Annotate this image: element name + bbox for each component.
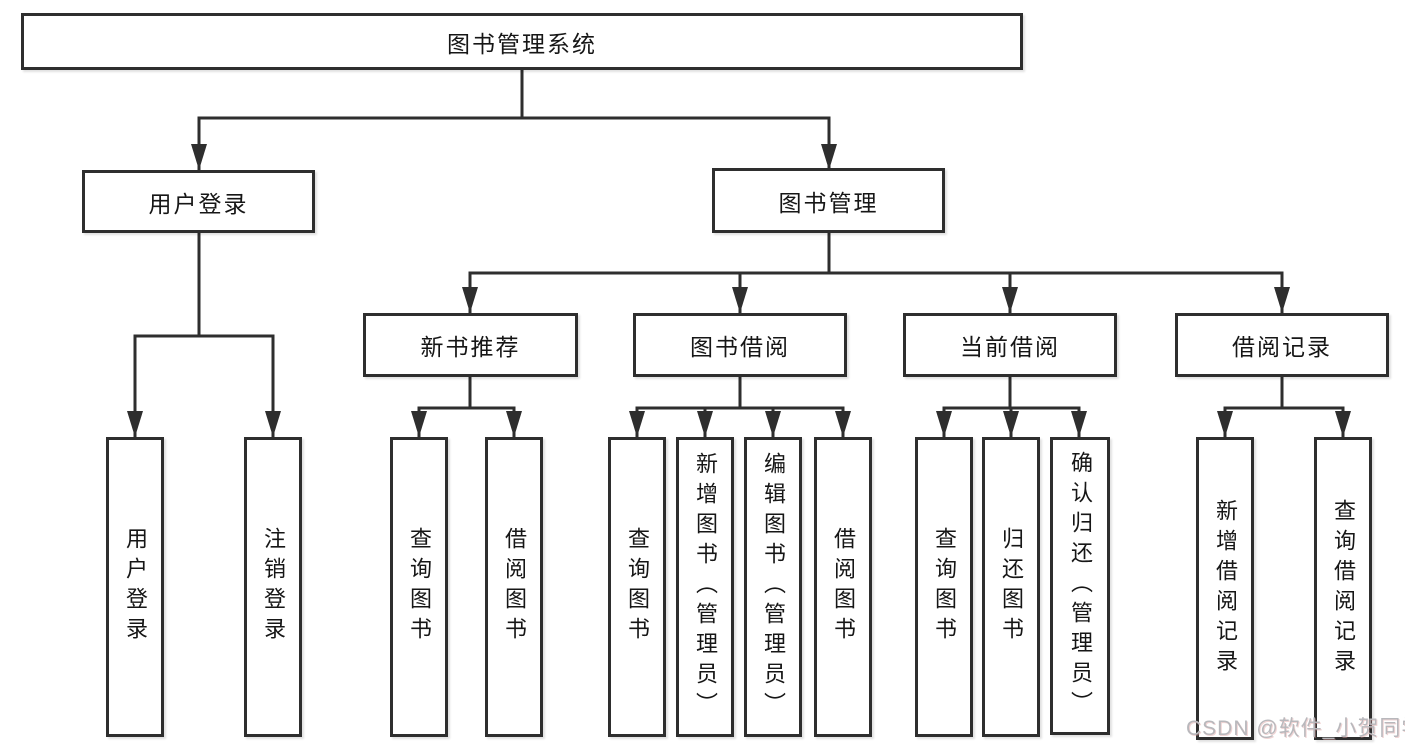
- node-book-borrowing: 图书借阅: [633, 313, 847, 377]
- node-borrowing-records: 借阅记录: [1175, 313, 1389, 377]
- node-leaf-bb-query-books: 查询图书: [608, 437, 666, 737]
- node-leaf-logout: 注销登录: [244, 437, 302, 737]
- node-leaf-bb-borrow-books: 借阅图书: [814, 437, 872, 737]
- node-book-management: 图书管理: [712, 168, 945, 233]
- node-leaf-br-query-record: 查询借阅记录: [1314, 437, 1372, 740]
- node-leaf-cb-query-books: 查询图书: [915, 437, 973, 737]
- node-leaf-cb-confirm-return-admin: 确认归还（管理员）: [1050, 437, 1110, 735]
- node-leaf-user-login: 用户登录: [106, 437, 164, 737]
- node-leaf-br-add-record: 新增借阅记录: [1196, 437, 1254, 740]
- node-current-borrowing: 当前借阅: [903, 313, 1117, 377]
- csdn-watermark: CSDN @软件_小贺同学: [1186, 717, 1405, 740]
- node-leaf-rec-borrow-books: 借阅图书: [485, 437, 543, 737]
- node-new-book-recommend: 新书推荐: [363, 313, 578, 377]
- node-library-management-system: 图书管理系统: [21, 13, 1023, 70]
- node-user-login: 用户登录: [82, 170, 315, 233]
- node-leaf-rec-query-books: 查询图书: [390, 437, 448, 737]
- node-leaf-bb-add-books-admin: 新增图书（管理员）: [676, 437, 734, 737]
- node-leaf-cb-return-books: 归还图书: [982, 437, 1040, 737]
- node-leaf-bb-edit-books-admin: 编辑图书（管理员）: [744, 437, 802, 737]
